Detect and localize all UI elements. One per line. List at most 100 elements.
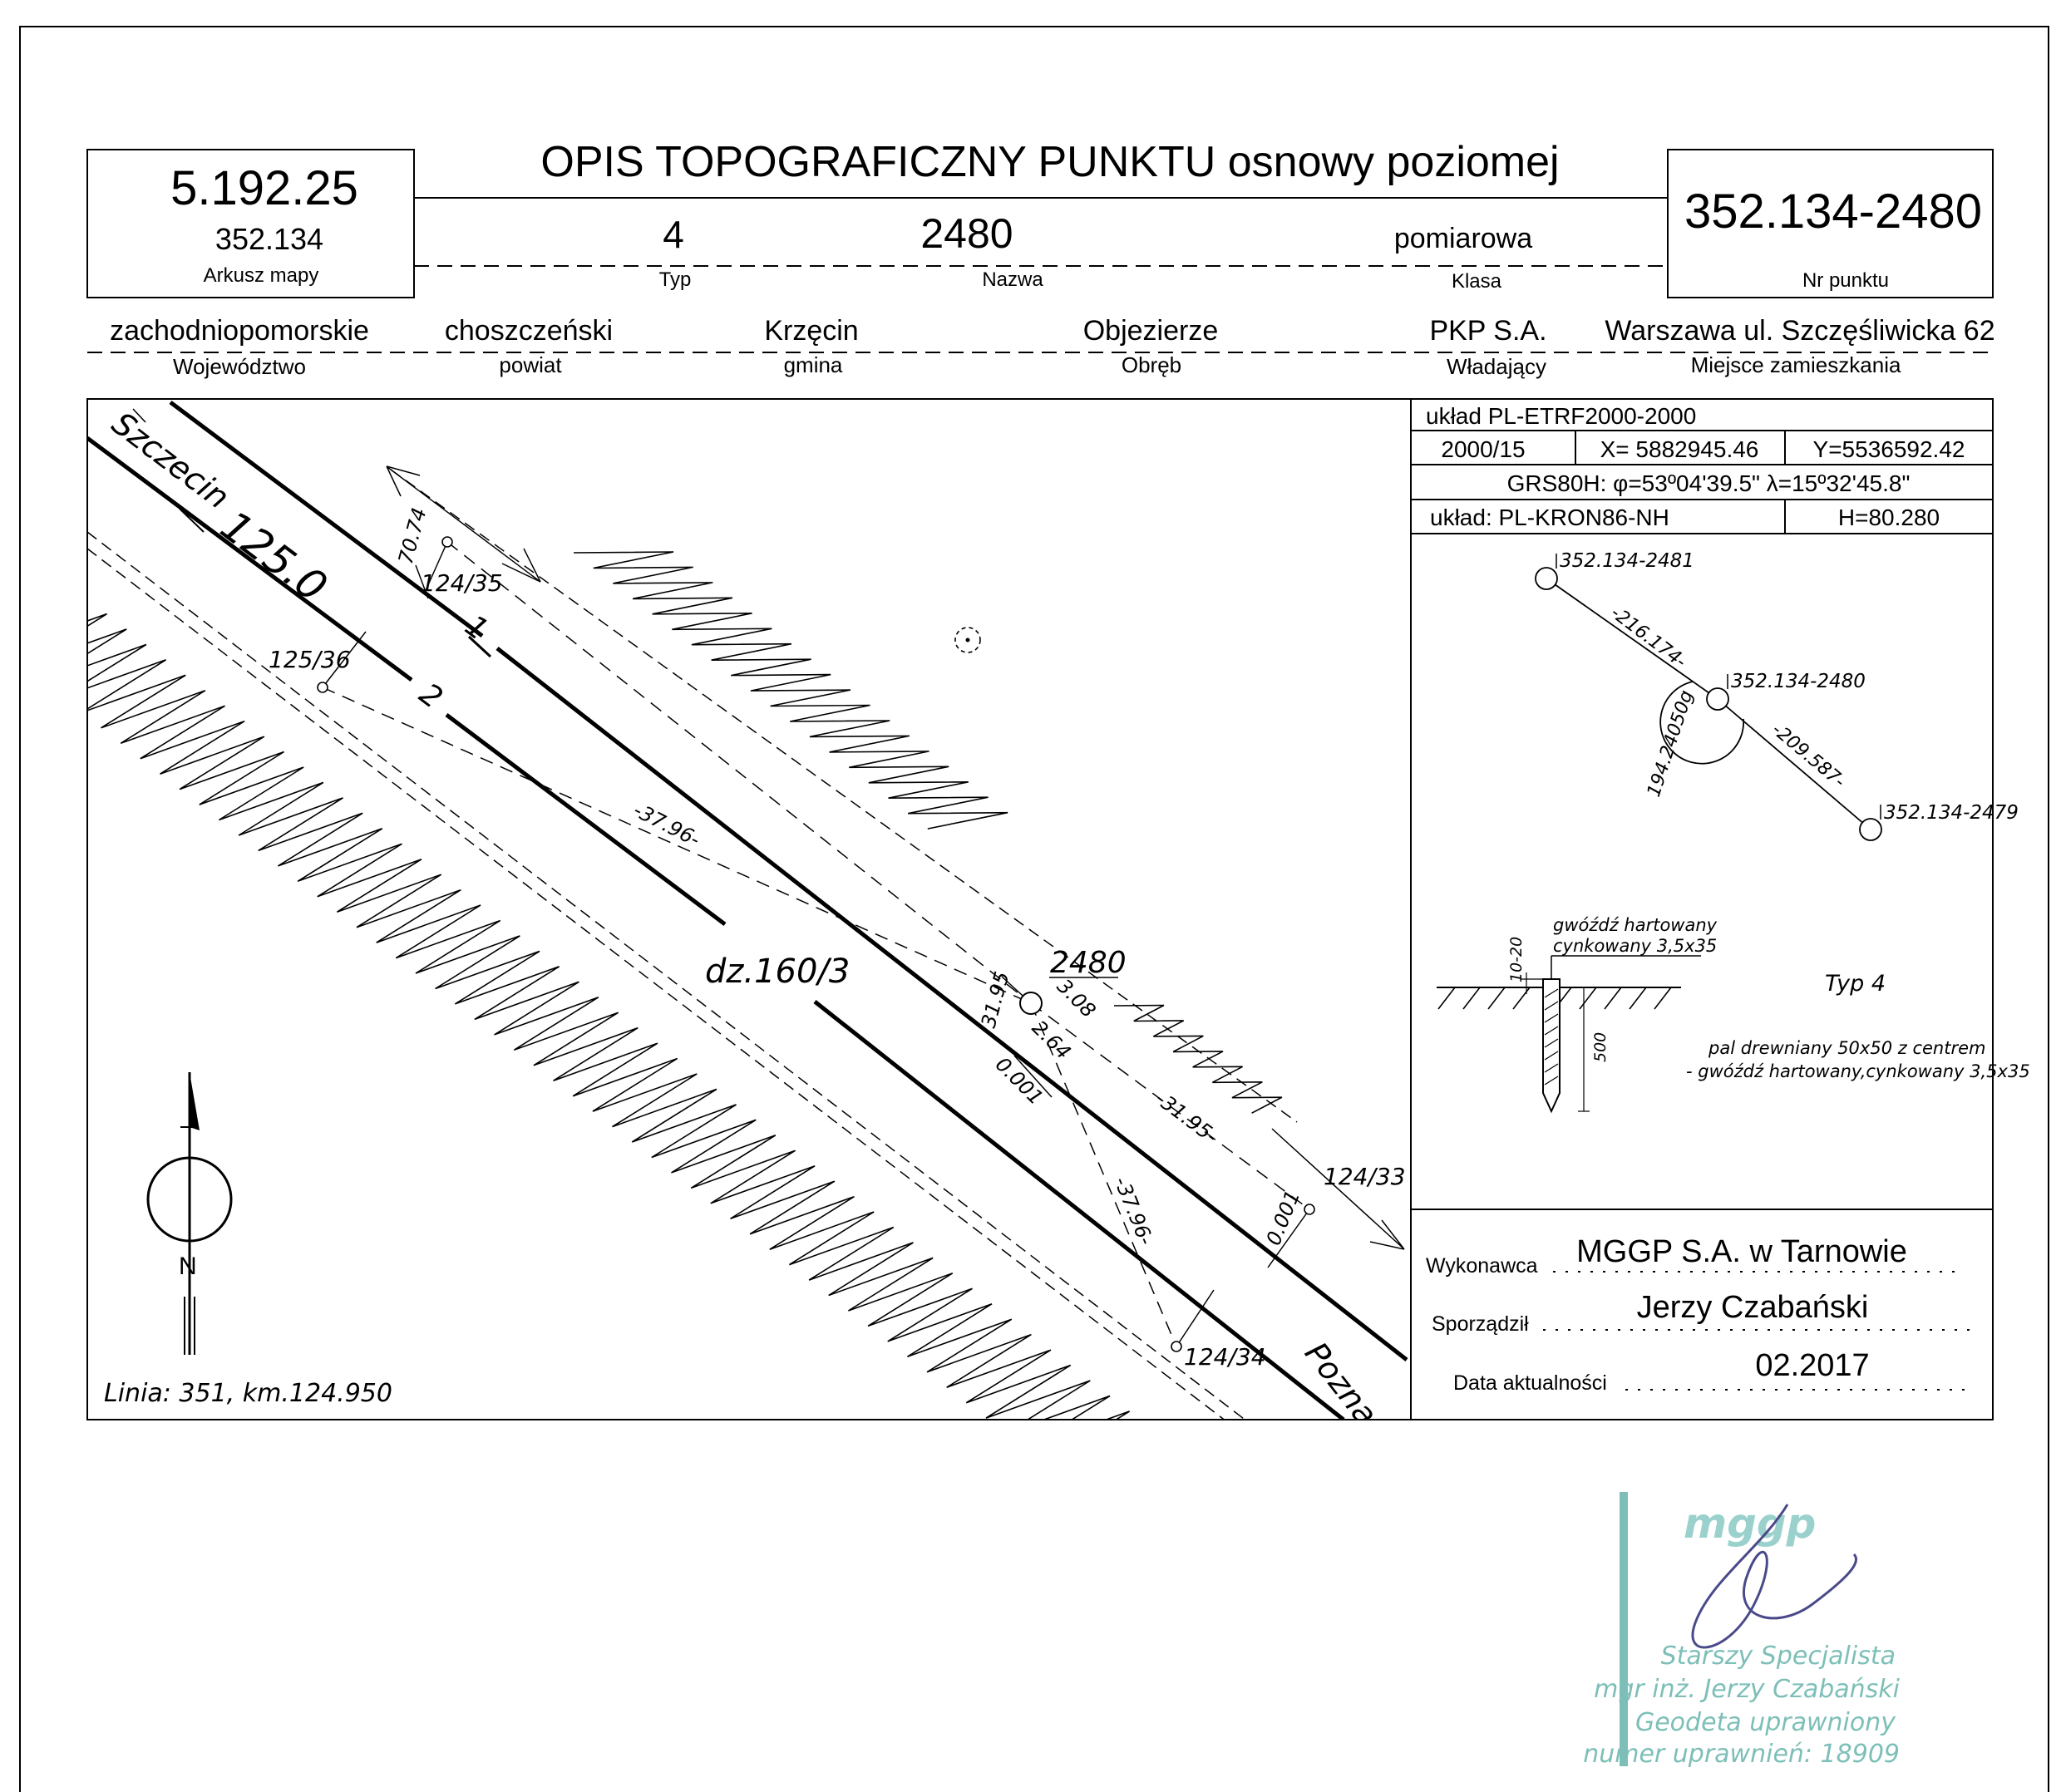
dim-depth: 500: [1591, 1032, 1610, 1062]
county-label: powiat: [499, 352, 562, 377]
track-1-label: 1: [459, 608, 495, 647]
dim-top: 10-20: [1507, 937, 1526, 982]
track-1-segment: [496, 647, 1408, 1361]
coord-y: Y=5536592.42: [1813, 436, 1965, 462]
embankment-slope-right: [573, 551, 1008, 830]
sheet-label: Arkusz mapy: [204, 264, 319, 287]
distance-0-001-b: 0.001: [1262, 1187, 1305, 1248]
contractor-value: MGGP S.A. w Tarnowie: [1576, 1234, 1907, 1269]
point-number: 352.134-2480: [1684, 185, 1982, 239]
stamp-logo: mggp: [1684, 1499, 1816, 1548]
slope-hachure: [573, 551, 1008, 830]
residence-value: Warszawa ul. Szczęśliwicka 62: [1605, 315, 1994, 347]
slope-hachure: [1113, 1004, 1283, 1114]
commune-value: Krzęcin: [764, 315, 858, 347]
sheet-number: 5.192.25: [170, 161, 358, 215]
county-value: choszczeński: [445, 315, 613, 347]
marker-diagram: gwóźdź hartowany cynkowany 3,5x35 10-20 …: [1437, 915, 2030, 1114]
distance-31-95-b: -31.95-: [1151, 1086, 1222, 1148]
coord-grs: GRS80H: φ=53º04'39.5" λ=15º32'45.8": [1507, 470, 1911, 496]
distance-31-95-a: 31.95: [977, 969, 1014, 1031]
line-km-label: Linia: 351, km.124.950: [104, 1379, 392, 1408]
track-1-segment: [169, 400, 484, 638]
marker-type: Typ 4: [1825, 971, 1886, 997]
embankment-slope-small: [1113, 1004, 1283, 1114]
embankment-slope-left: [87, 598, 1131, 1420]
topographic-sketch: Szczecin 125.0 1 2 dz.160/3 2480 Poznań …: [87, 400, 1408, 1420]
parcel-label: dz.160/3: [705, 953, 850, 991]
post-124-35-marker: [441, 536, 453, 548]
boundary-line-1: [87, 531, 1246, 1420]
residence-label: Miejsce zamieszkania: [1691, 352, 1901, 377]
post-124-33-marker: [1304, 1204, 1315, 1215]
survey-point-2480-marker: [1019, 992, 1043, 1015]
km-label: 125.0: [212, 501, 336, 611]
point-2480-label: 2480: [1050, 946, 1127, 980]
coord-system: układ PL-ETRF2000-2000: [1426, 403, 1696, 429]
voivodeship-label: Województwo: [173, 354, 306, 379]
slope-hachure: [87, 598, 1131, 1420]
header-section: OPIS TOPOGRAFICZNY PUNKTU osnowy poziome…: [86, 138, 1994, 298]
height-system: układ: PL-KRON86-NH: [1430, 505, 1669, 530]
owner-label: Władający: [1447, 354, 1546, 379]
footer-section: Wykonawca MGGP S.A. w Tarnowie Sporządzi…: [1411, 1209, 1993, 1395]
stamp-license: numer uprawnień: 18909: [1583, 1740, 1900, 1769]
sheet-box: [86, 149, 415, 298]
type-value: 4: [663, 213, 684, 256]
contractor-label: Wykonawca: [1426, 1254, 1538, 1278]
distance-2-64: 2.64: [1028, 1016, 1076, 1064]
point-c-marker: [1859, 818, 1882, 841]
point-number-label: Nr punktu: [1802, 269, 1889, 292]
type-label: Typ: [659, 268, 692, 291]
distance-37-96-a: -37.96-: [629, 798, 703, 851]
distance-70-74: 70.74: [394, 505, 431, 567]
coordinates-table: układ PL-ETRF2000-2000 2000/15 X= 588294…: [1411, 403, 1993, 534]
page-border: [19, 26, 2049, 1792]
point-c-label: 352.134-2479: [1884, 802, 2019, 824]
track-2-segment: [445, 713, 727, 926]
name-label: Nazwa: [982, 268, 1043, 291]
admin-section: zachodniopomorskie Województwo choszczeń…: [87, 315, 1995, 379]
document-title: OPIS TOPOGRAFICZNY PUNKTU osnowy poziome…: [540, 138, 1559, 186]
class-label: Klasa: [1452, 270, 1502, 293]
precinct-label: Obręb: [1122, 352, 1181, 377]
point-a-label: 352.134-2481: [1560, 550, 1694, 572]
angle-label: 194.24050g: [1644, 688, 1698, 800]
distance-37-96-b: -37.96-: [1109, 1174, 1157, 1248]
distance-3-08: 3.08: [1053, 974, 1101, 1022]
post-125-36-label: 125/36: [269, 646, 351, 673]
author-value: Jerzy Czabański: [1637, 1290, 1869, 1325]
post-125-36-marker: [317, 682, 328, 693]
signature: [1691, 1504, 1857, 1649]
point-a-marker: [1535, 567, 1558, 590]
official-stamp: mggp Starszy Specjalista mgr inż. Jerzy …: [1583, 1492, 1901, 1769]
post-124-34-marker: [1171, 1341, 1182, 1352]
track-2-label: 2: [413, 677, 449, 716]
sheet-map: 352.134: [215, 222, 323, 256]
class-value: pomiarowa: [1394, 223, 1532, 254]
boundary-line-3: [390, 469, 1298, 1123]
tree-icon: [954, 627, 981, 653]
nail-label-2: cynkowany 3,5x35: [1553, 936, 1717, 956]
north-label: N: [179, 1253, 197, 1280]
height-value: H=80.280: [1838, 505, 1940, 530]
point-b-label: 352.134-2480: [1731, 671, 1866, 692]
post-124-34-label: 124/34: [1184, 1343, 1266, 1371]
stamp-role: Geodeta uprawniony: [1635, 1708, 1896, 1737]
name-value: 2480: [920, 210, 1013, 257]
post-desc-1: pal drewniany 50x50 z centrem: [1708, 1038, 1985, 1058]
author-label: Sporządził: [1432, 1312, 1529, 1336]
nail-label-1: gwóźdź hartowany: [1553, 915, 1718, 935]
voivodeship-value: zachodniopomorskie: [110, 315, 369, 347]
network-diagram: 352.134-2481 352.134-2480 352.134-2479 -…: [1535, 550, 2019, 841]
point-number-box: [1667, 149, 1994, 298]
main-frame: [86, 398, 1994, 1420]
date-label: Data aktualności: [1453, 1371, 1607, 1395]
stamp-title: Starszy Specjalista: [1661, 1642, 1896, 1671]
commune-label: gmina: [784, 352, 843, 377]
boundary-line-2: [87, 548, 1225, 1420]
track-2-segment: [813, 1000, 1345, 1420]
wooden-post: [1542, 978, 1561, 1114]
coord-zone: 2000/15: [1441, 436, 1525, 462]
